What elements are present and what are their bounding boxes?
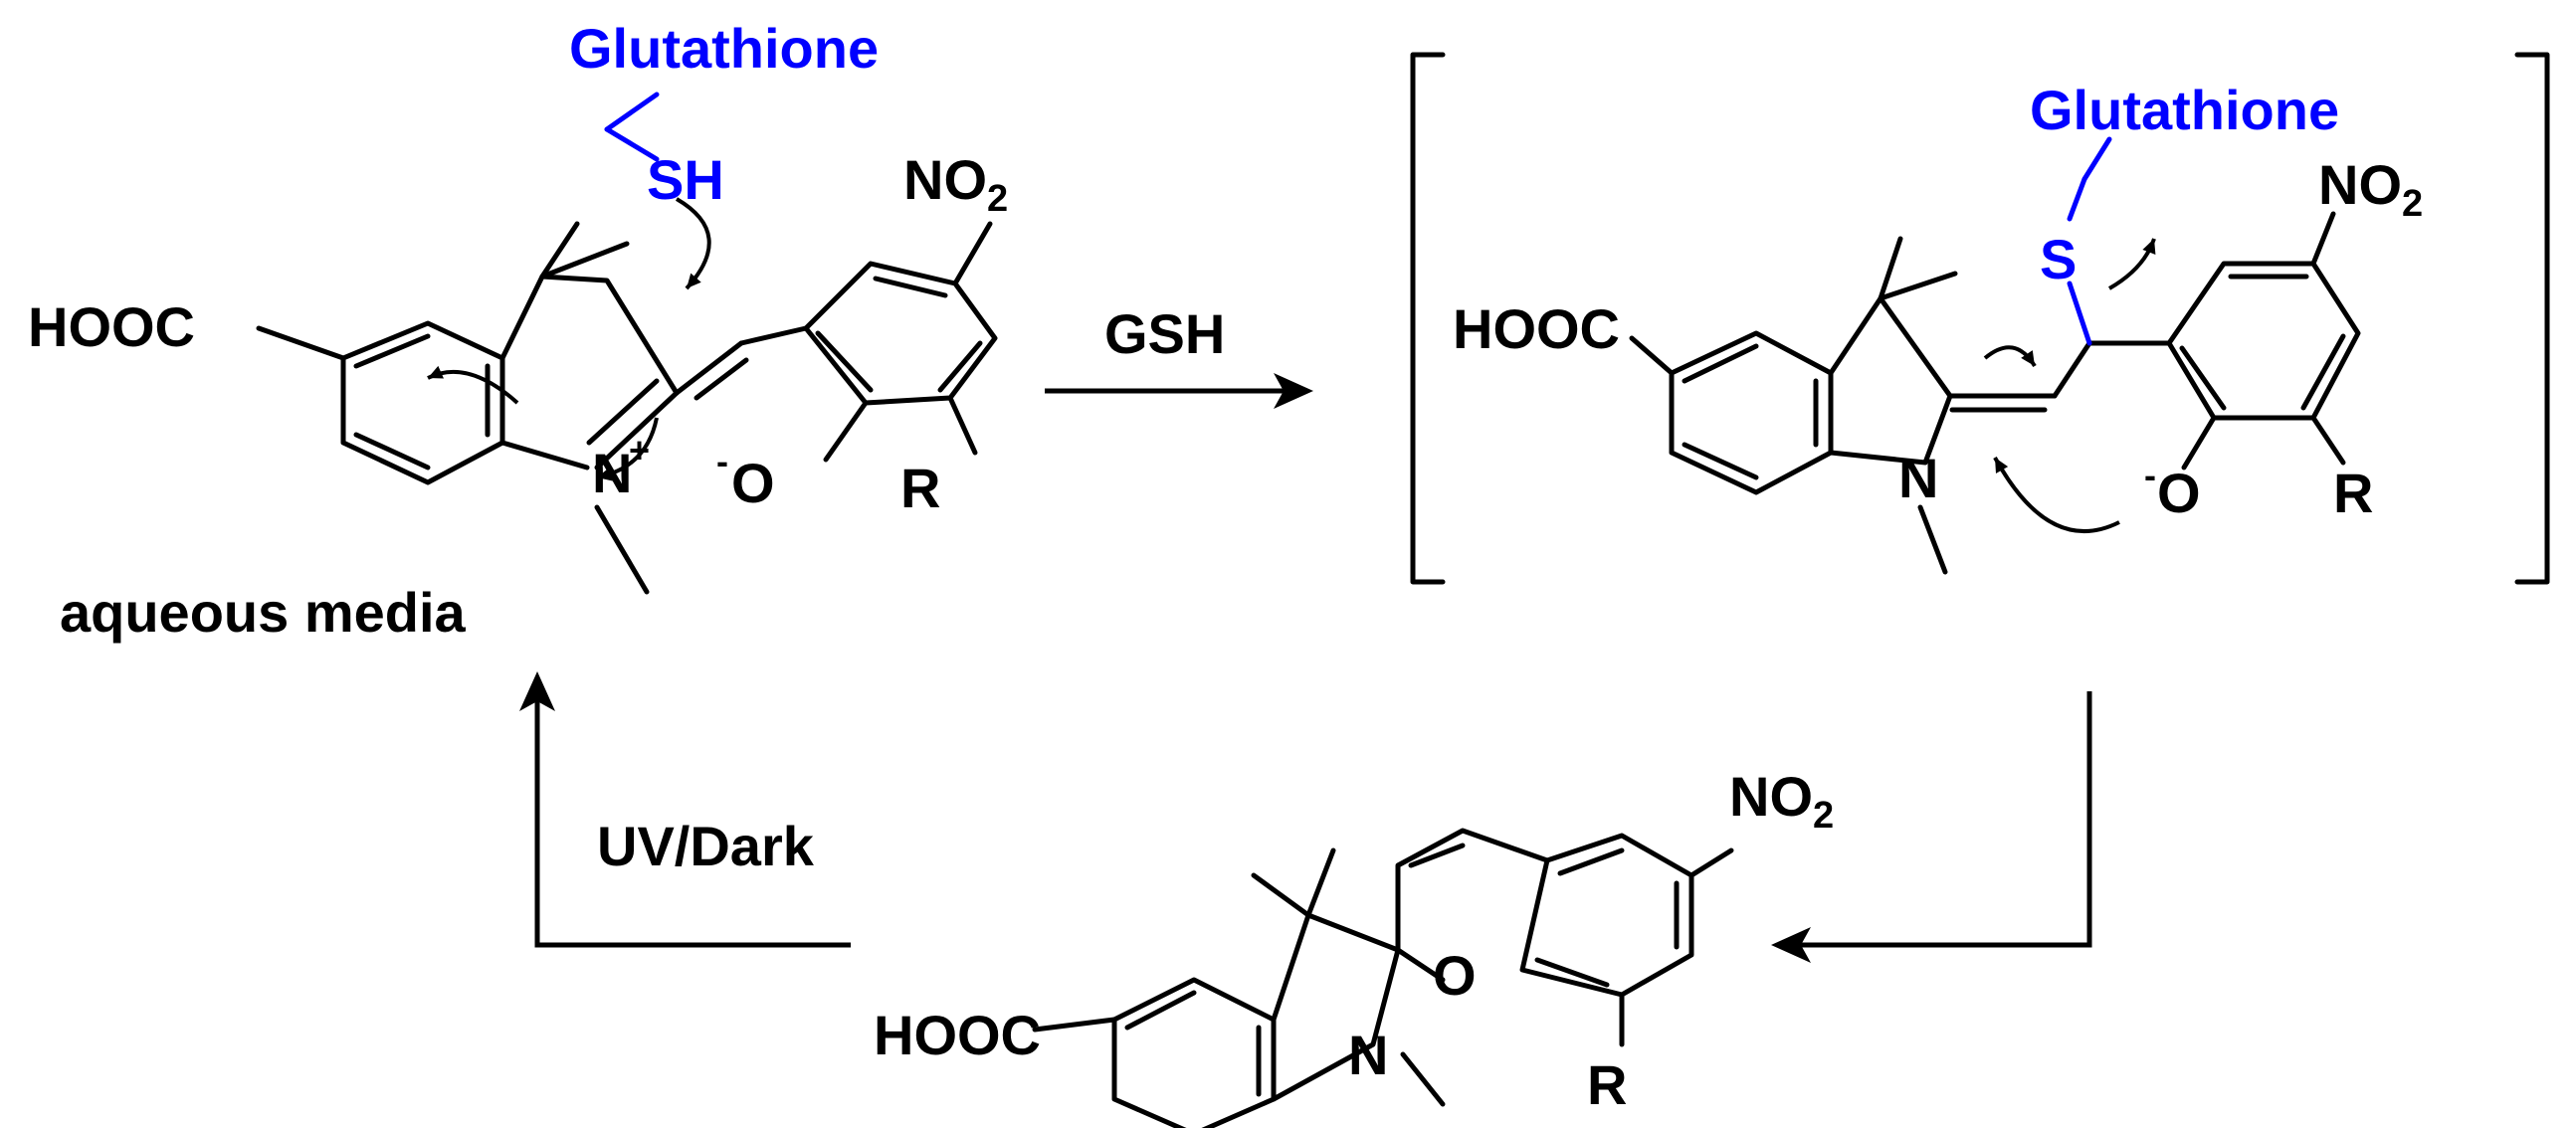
intermediate-phenolate-o: O: [2157, 462, 2201, 524]
open-merocyanine-structure: HOOC N + - O R NO2 Glutathione SH aqueou…: [28, 17, 1008, 644]
open-r-label: R: [900, 457, 940, 519]
intermediate-r-label: R: [2333, 462, 2373, 524]
reversion-arrow: UV/Dark: [519, 671, 851, 948]
cyclization-arrow: [1771, 691, 2092, 963]
intermediate-phenolate-charge: -: [2144, 455, 2156, 495]
spiro-o-label: O: [1433, 944, 1477, 1007]
spiropyran-structure: HOOC N O R NO2: [874, 765, 1834, 1128]
open-cooh-label: HOOC: [28, 295, 195, 358]
open-no2-label: NO2: [903, 148, 1008, 220]
gsh-arrow-label: GSH: [1104, 302, 1225, 365]
thiol-adduct-intermediate: HOOC N - O R NO2 Glutathione S: [1410, 52, 2550, 585]
open-phenolate-charge: -: [716, 441, 728, 481]
open-glutathione-label: Glutathione: [569, 17, 879, 80]
open-n-charge: +: [629, 430, 650, 470]
intermediate-s-label: S: [2040, 228, 2077, 290]
intermediate-n-label: N: [1898, 447, 1938, 509]
intermediate-no2-label: NO2: [2318, 153, 2423, 225]
spiro-no2-label: NO2: [1729, 765, 1834, 837]
curly-arrowhead: [2142, 239, 2156, 255]
aqueous-media-label: aqueous media: [60, 581, 467, 644]
spiro-n-label: N: [1348, 1024, 1388, 1086]
curly-arrowhead: [1995, 458, 2009, 473]
curly-arrowhead: [687, 273, 701, 288]
intermediate-glutathione-label: Glutathione: [2030, 79, 2339, 141]
gsh-arrow: GSH: [1045, 302, 1313, 409]
spiro-r-label: R: [1587, 1053, 1627, 1116]
curly-arrowhead: [428, 365, 444, 379]
curly-arrowhead: [597, 467, 613, 481]
intermediate-cooh-label: HOOC: [1453, 297, 1620, 360]
open-thiol-label: SH: [647, 148, 724, 211]
open-n-label: N: [592, 442, 632, 504]
curly-arrowhead: [2021, 350, 2035, 366]
uv-dark-label: UV/Dark: [597, 815, 815, 877]
spiro-cooh-label: HOOC: [874, 1004, 1041, 1066]
open-phenolate-o: O: [731, 452, 775, 514]
